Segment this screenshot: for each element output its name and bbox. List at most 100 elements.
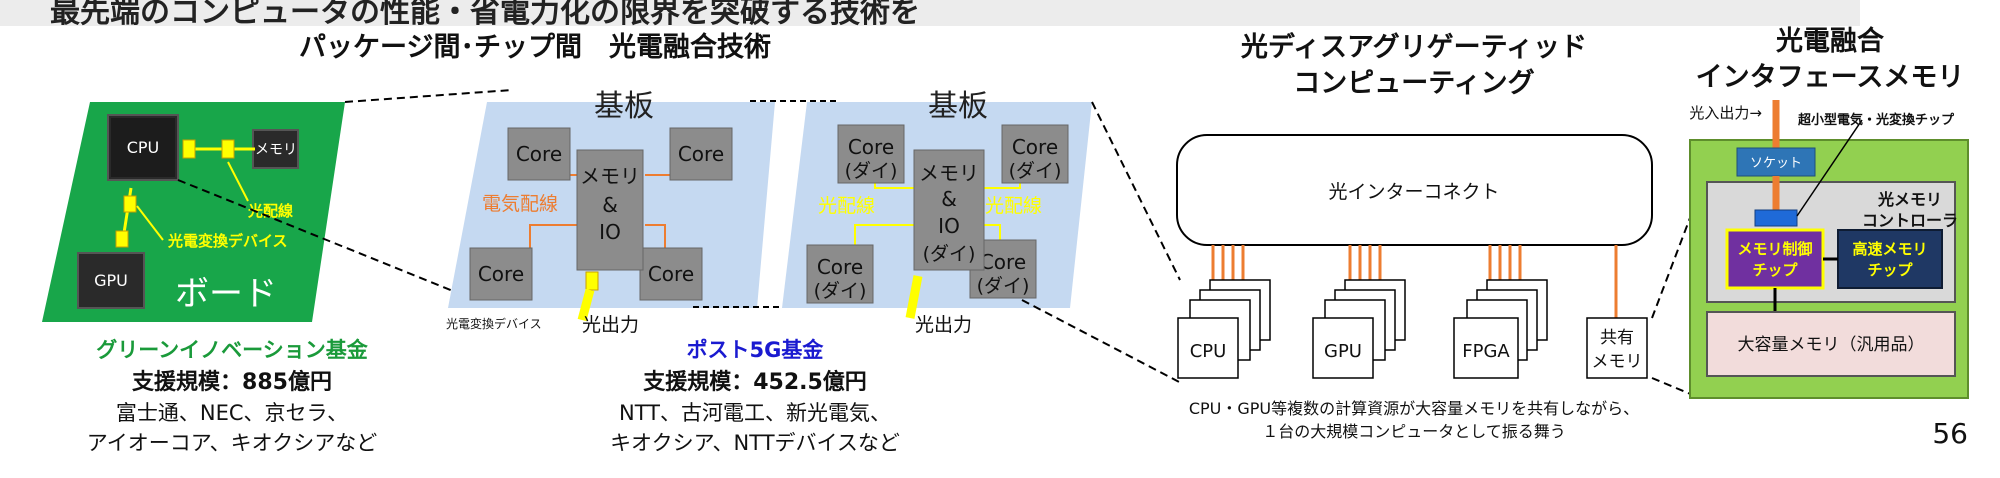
- memory-chip-label: メモリ: [255, 142, 297, 158]
- fiber-lines: [1211, 245, 1618, 318]
- optical-output-label: 光出力: [582, 314, 639, 336]
- socket: [1736, 147, 1816, 177]
- substrate2-diagram: 基板 Core (ダイ) Core (ダイ) Core (ダイ) Core (ダ…: [782, 89, 1092, 336]
- section2-title-line2: コンピューティング: [1293, 67, 1534, 99]
- shared-memory-box: [1586, 317, 1648, 379]
- oe-device-blocks: [115, 139, 235, 248]
- optical-io-label: 光入出力→: [1689, 104, 1762, 122]
- optical-interconnect-label: 光インターコネクト: [1328, 181, 1499, 203]
- fund1-scale: 支援規模：885億円: [132, 369, 332, 395]
- fpga-unit-label: FPGA: [1462, 341, 1510, 362]
- fund2-companies-line2: キオクシア、NTTデバイスなど: [610, 431, 900, 455]
- optical-memory-diagram: ソケット 光メモリ コントローラ メモリ制御 チップ 高速メモリ チップ 大容量…: [1689, 100, 1969, 399]
- optical-output-label: 光出力: [915, 314, 972, 336]
- fund2-scale: 支援規模：452.5億円: [643, 369, 867, 395]
- svg-text:Core: Core: [648, 262, 694, 286]
- svg-text:Core: Core: [516, 142, 562, 166]
- core-die-chip: Core (ダイ): [969, 239, 1037, 299]
- disaggregated-computing-diagram: 光インターコネクト CPU: [1176, 134, 1653, 441]
- svg-text:メモリ制御: メモリ制御: [1737, 240, 1812, 258]
- fund1-name: グリーンイノベーション基金: [96, 338, 369, 362]
- memory-io-die-chip: メモリ & IO (ダイ): [913, 149, 985, 271]
- board-diagram: CPU メモリ GPU 光配線 光電変換デバイス ボ: [42, 102, 459, 322]
- optical-wiring-label: 光配線: [247, 202, 293, 220]
- substrate1-diagram: 基板 Core Core Core Core メモリ & IO: [344, 89, 775, 336]
- socket-label: ソケット: [1750, 156, 1802, 171]
- oe-device-block: [585, 271, 599, 291]
- optical-wiring-label-right: 光配線: [985, 195, 1042, 217]
- zoom-line-right-bottom: [1021, 299, 1184, 385]
- svg-text:メモリ: メモリ: [919, 161, 979, 185]
- top-banner: 最先端のコンピュータの性能・省電力化の限界を突破する技術を: [0, 0, 1860, 30]
- fund2-name: ポスト5G基金: [687, 338, 825, 362]
- cpu-chip-label: CPU: [127, 138, 160, 157]
- svg-text:(ダイ): (ダイ): [923, 243, 976, 265]
- optical-interconnect-box: [1176, 134, 1653, 246]
- zoom-line-right-top: [1091, 101, 1181, 281]
- gpu-chip: GPU: [77, 252, 145, 309]
- converter-pointer: [1796, 119, 1863, 217]
- svg-text:チップ: チップ: [1752, 261, 1798, 279]
- svg-text:(ダイ): (ダイ): [845, 160, 898, 182]
- zoom-line-lower: [177, 179, 459, 294]
- large-memory-box: [1706, 311, 1956, 377]
- svg-text:Core: Core: [817, 255, 863, 279]
- svg-text:(ダイ): (ダイ): [814, 280, 867, 302]
- electrical-wiring-label: 電気配線: [482, 193, 558, 215]
- small-converter-label: 超小型電気・光変換チップ: [1798, 112, 1955, 128]
- svg-text:(ダイ): (ダイ): [977, 275, 1030, 297]
- fpga-unit-stack: [1453, 279, 1548, 379]
- page-number: 56: [1932, 417, 1968, 450]
- optical-output-beam: [905, 275, 923, 319]
- caption-line2: １台の大規模コンピュータとして振る舞う: [1262, 422, 1566, 441]
- core-die-chip: Core (ダイ): [806, 244, 874, 304]
- svg-text:高速メモリ: 高速メモリ: [1852, 240, 1927, 258]
- zoom-line-s3-top: [1651, 159, 1713, 319]
- shared-memory-label-line1: 共有: [1600, 328, 1634, 348]
- section3-title-line2: インタフェースメモリ: [1696, 62, 1965, 93]
- svg-text:IO: IO: [599, 220, 621, 244]
- core-chip: Core: [507, 127, 571, 181]
- svg-text:IO: IO: [938, 214, 960, 238]
- core-die-chip: Core (ダイ): [1001, 124, 1069, 184]
- controller-label-line1: 光メモリ: [1877, 190, 1942, 209]
- controller-label-line2: コントローラ: [1862, 211, 1958, 230]
- svg-text:Core: Core: [678, 142, 724, 166]
- svg-text:&: &: [602, 193, 618, 217]
- svg-text:Core: Core: [1012, 135, 1058, 159]
- substrate1-title: 基板: [594, 89, 654, 124]
- gpu-unit-stack: [1312, 279, 1406, 379]
- large-memory-label: 大容量メモリ（汎用品）: [1738, 335, 1925, 355]
- core-die-chip: Core (ダイ): [837, 124, 905, 184]
- fund1-companies-line1: 富士通、NEC、京セラ、: [116, 401, 348, 425]
- core-chip: Core: [669, 127, 733, 181]
- svg-text:Core: Core: [848, 135, 894, 159]
- svg-text:チップ: チップ: [1867, 261, 1913, 279]
- svg-text:Core: Core: [980, 250, 1026, 274]
- memory-io-chip: メモリ & IO: [576, 149, 644, 271]
- optical-wiring-label-left: 光配線: [818, 195, 875, 217]
- board-label-pointers: [136, 161, 249, 241]
- board-label: ボード: [175, 274, 277, 314]
- core-chip: Core: [469, 247, 533, 301]
- svg-text:&: &: [941, 187, 957, 211]
- optical-converter-chip: [1754, 209, 1798, 227]
- fast-memory-chip: [1837, 229, 1943, 289]
- section3-title-line1: 光電融合: [1775, 25, 1884, 57]
- top-banner-text: 最先端のコンピュータの性能・省電力化の限界を突破する技術を: [50, 0, 920, 30]
- section1-title: パッケージ間･チップ間 光電融合技術: [299, 31, 771, 63]
- optical-output-beam: [577, 288, 595, 322]
- cpu-unit-label: CPU: [1190, 341, 1227, 362]
- section2-title-line1: 光ディスアグリゲーティッド: [1240, 31, 1587, 63]
- shared-memory-label-line2: メモリ: [1592, 352, 1643, 372]
- core-chip: Core: [639, 247, 703, 301]
- oe-device-label: 光電変換デバイス: [167, 232, 288, 250]
- caption-line1: CPU・GPU等複数の計算資源が大容量メモリを共有しながら、: [1189, 399, 1639, 418]
- substrate2-title: 基板: [928, 89, 988, 124]
- cpu-chip: CPU: [107, 114, 179, 181]
- gpu-chip-label: GPU: [94, 271, 128, 290]
- svg-text:Core: Core: [478, 262, 524, 286]
- cpu-unit-stack: [1177, 279, 1271, 379]
- fund1-companies-line2: アイオーコア、キオクシアなど: [87, 431, 377, 455]
